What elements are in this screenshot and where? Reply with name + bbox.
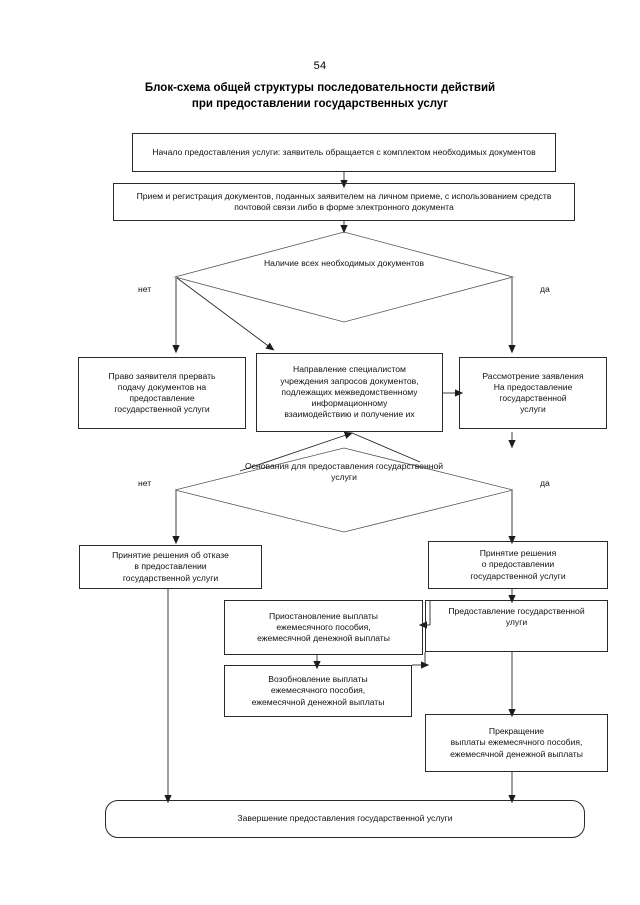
edge-label-no-2: нет [138,478,152,488]
edge-label-no-1: нет [138,284,152,294]
node-service-provision-label: Предоставление государственной улуги [448,606,585,628]
node-grant-decision-label: Принятие решения о предоставлении госуда… [470,548,566,581]
node-right-to-interrupt-label: Право заявителя прервать подачу документ… [108,370,216,415]
node-application-review-label: Рассмотрение заявления На предоставление… [482,370,584,415]
decision-docs-diamond [173,231,515,323]
edge-label-yes-2: да [540,478,550,488]
page-number: 54 [313,60,327,72]
node-refusal-decision-label: Принятие решения об отказе в предоставле… [112,550,229,583]
node-suspension[interactable]: Приостановление выплаты ежемесячного пос… [224,600,423,655]
node-grant-decision[interactable]: Принятие решения о предоставлении госуда… [428,541,608,589]
node-registration-label: Прием и регистрация документов, поданных… [136,190,552,212]
node-registration[interactable]: Прием и регистрация документов, поданных… [113,183,575,221]
node-interagency-requests-label: Направление специалистом учреждения запр… [280,364,419,420]
node-suspension-label: Приостановление выплаты ежемесячного пос… [257,610,390,644]
page-title-line-1: Блок-схема общей структуры последователь… [144,82,496,94]
node-start[interactable]: Начало предоставления услуги: заявитель … [132,133,556,172]
page-title-line-2: при предоставлении государственных услуг [191,98,449,110]
node-service-provision[interactable]: Предоставление государственной улуги [425,600,608,652]
node-decision-grounds-label: Основания для предоставления государстве… [244,461,444,483]
node-interagency-requests[interactable]: Направление специалистом учреждения запр… [256,353,443,432]
node-resumption[interactable]: Возобновление выплаты ежемесячного пособ… [224,665,412,717]
node-application-review[interactable]: Рассмотрение заявления На предоставление… [459,357,607,429]
edge-label-yes-1: да [540,284,550,294]
node-start-label: Начало предоставления услуги: заявитель … [152,146,536,157]
page-title: Блок-схема общей структуры последователь… [90,80,550,112]
node-resumption-label: Возобновление выплаты ежемесячного пособ… [251,674,385,707]
node-termination[interactable]: Прекращение выплаты ежемесячного пособия… [425,714,608,772]
node-end-label: Завершение предоставления государственно… [237,813,453,824]
node-refusal-decision[interactable]: Принятие решения об отказе в предоставле… [79,545,262,589]
node-right-to-interrupt[interactable]: Право заявителя прервать подачу документ… [78,357,246,429]
node-decision-docs-label: Наличие всех необходимых документов [263,258,425,268]
node-end[interactable]: Завершение предоставления государственно… [105,800,585,838]
node-termination-label: Прекращение выплаты ежемесячного пособия… [450,726,583,759]
